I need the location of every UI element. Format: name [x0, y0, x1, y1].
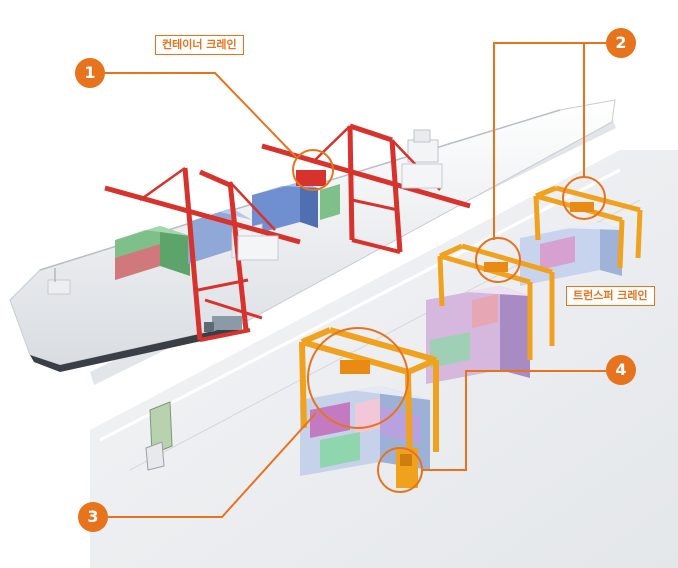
road-truck: [145, 401, 173, 471]
transfer-crane-front-cabin: [396, 448, 418, 488]
crane-2-machinery: [401, 163, 443, 189]
container-crane-2: [261, 123, 471, 254]
transfer-crane-middle: [437, 243, 555, 360]
ship-bow-structure: [47, 268, 71, 295]
transfer-crane-front-trolley: [340, 360, 370, 374]
ship-bottom: [30, 325, 240, 372]
transfer-crane-label: 트런스퍼 크레인: [566, 286, 655, 306]
container-crane-1: [104, 166, 301, 342]
yard-stack-2: [426, 286, 530, 384]
leader-lines: [103, 42, 606, 518]
transfer-crane-middle-trolley: [484, 262, 508, 272]
callout-circle-1: [292, 149, 334, 191]
ship-bridge: [407, 129, 439, 163]
callout-badge-3: 3: [78, 502, 108, 532]
callout-badge-2: 2: [606, 28, 636, 58]
crane-1-machinery: [237, 235, 279, 261]
callout-badge-1: 1: [75, 58, 105, 88]
container-crane-label: 컨테이너 크레인: [155, 35, 244, 55]
crane-spreader: [296, 170, 326, 186]
transfer-crane-rear-trolley: [570, 202, 594, 212]
callout-circle-3: [307, 327, 409, 429]
callout-badge-4: 4: [606, 355, 636, 385]
transfer-crane-rear: [533, 185, 643, 269]
callout-circle-2b: [475, 237, 521, 283]
road-line: [99, 168, 621, 442]
quay-truck: [204, 316, 242, 332]
